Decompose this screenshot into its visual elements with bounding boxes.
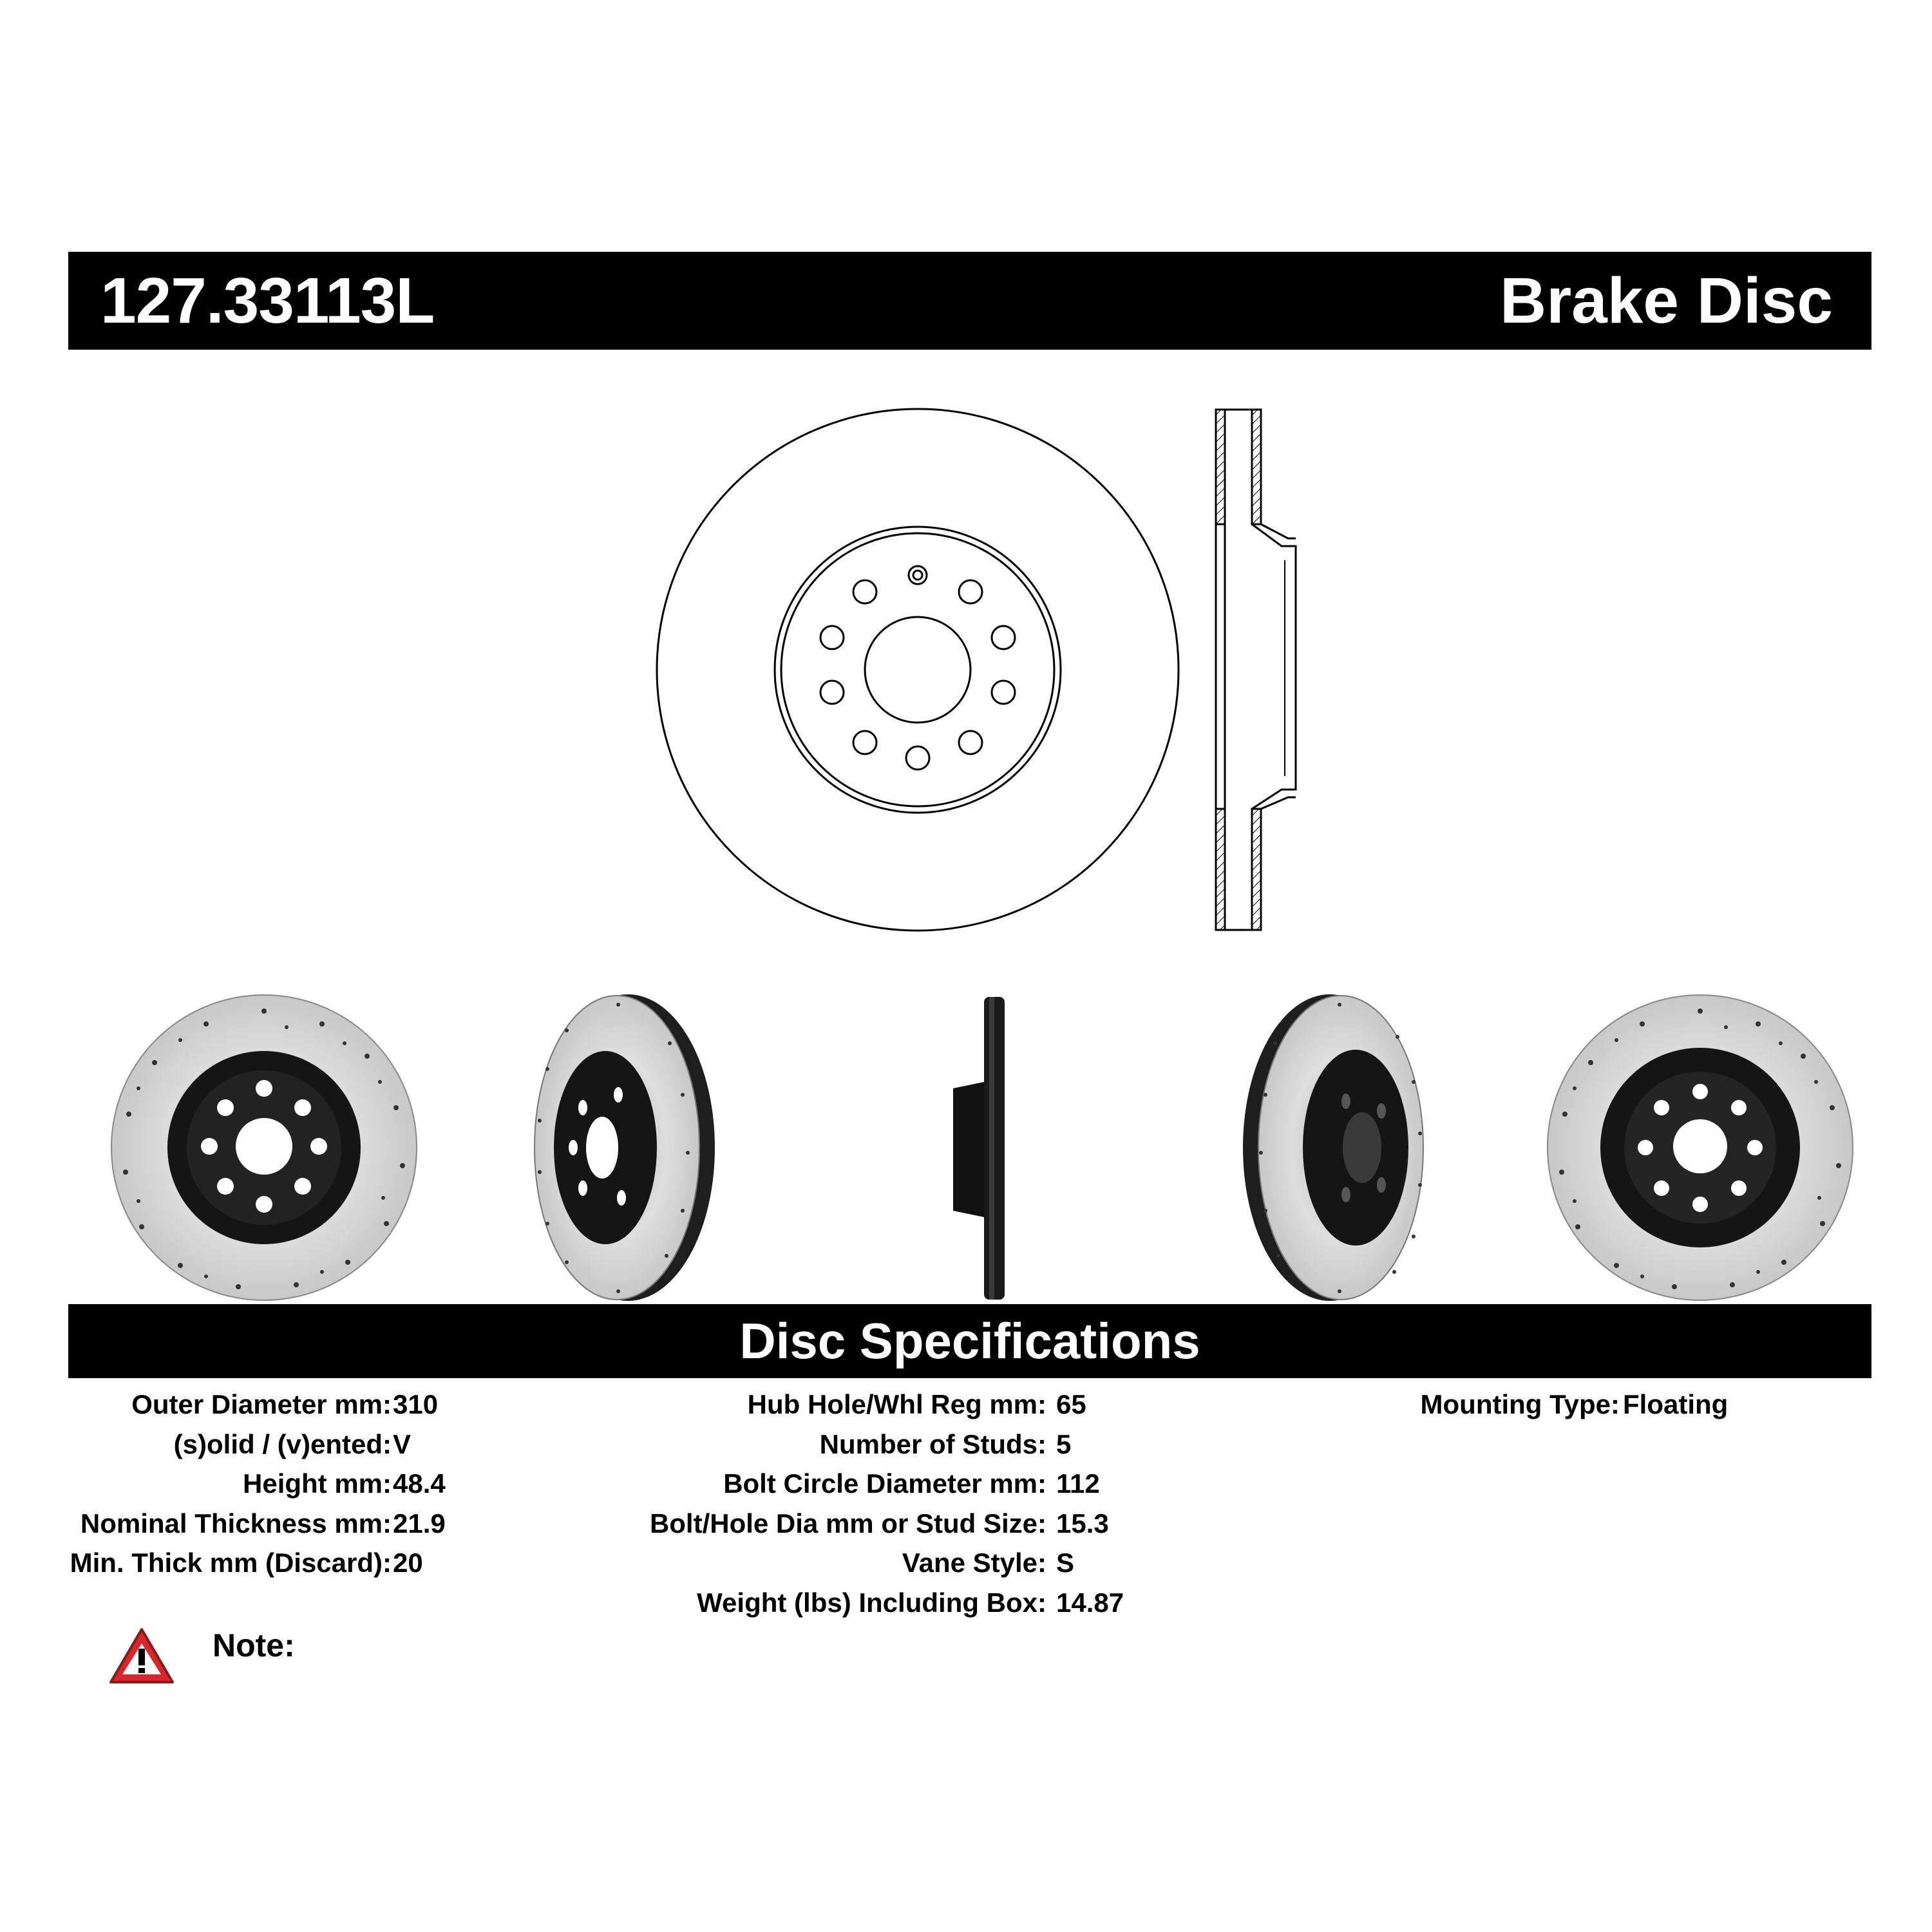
spec-column-2: Hub Hole/Whl Reg mm: 65 Number of Studs:…: [0, 1385, 1932, 1622]
spec-row: Height mm: 48.4: [0, 1464, 1932, 1504]
bolt-holes: [819, 579, 1016, 771]
spec-row: (s)olid / (v)ented: V: [0, 1425, 1932, 1464]
part-number: 127.33113L: [100, 265, 435, 337]
spec-value: 48.4: [393, 1468, 446, 1499]
title-bar: 127.33113L Brake Disc: [68, 252, 1871, 350]
spec-label: Number of Studs:: [819, 1428, 1046, 1459]
spec-label: Nominal Thickness mm:: [80, 1508, 392, 1539]
spec-row: Nominal Thickness mm: 21.9: [0, 1504, 1932, 1544]
spec-value: 20: [393, 1548, 423, 1578]
hat-inner-circle: [780, 532, 1056, 808]
spec-label: Weight (lbs) Including Box:: [697, 1587, 1046, 1618]
product-photo-angled-left: [534, 994, 715, 1301]
outer-edge-circle: [656, 408, 1180, 932]
spec-value: 21.9: [393, 1508, 446, 1539]
hat-outer-circle: [773, 526, 1062, 814]
spec-value: 65: [1056, 1389, 1086, 1419]
spec-row: Bolt/Hole Dia mm or Stud Size: 15.3: [0, 1504, 1932, 1544]
spec-row: Outer Diameter mm: 310: [0, 1385, 1932, 1425]
spec-label: Hub Hole/Whl Reg mm:: [747, 1389, 1046, 1419]
specs-header-bar: Disc Specifications: [68, 1304, 1871, 1378]
product-photo-edge: [953, 997, 1005, 1300]
spec-row: Bolt Circle Diameter mm: 112: [0, 1464, 1932, 1504]
spec-label: Bolt/Hole Dia mm or Stud Size:: [649, 1508, 1046, 1539]
drill-holes: [123, 1009, 405, 1289]
spec-row: Min. Thick mm (Discard): 20: [0, 1543, 1932, 1583]
spec-label: Bolt Circle Diameter mm:: [723, 1468, 1046, 1499]
spec-label: Outer Diameter mm:: [131, 1389, 392, 1419]
spec-row: Vane Style: S: [0, 1543, 1932, 1583]
spec-value: 14.87: [1056, 1587, 1124, 1618]
spec-row: Weight (lbs) Including Box: 14.87: [0, 1583, 1932, 1623]
spec-value: 5: [1056, 1428, 1072, 1459]
spec-label: Min. Thick mm (Discard):: [70, 1548, 392, 1578]
spec-row: Number of Studs: 5: [0, 1425, 1932, 1464]
spec-label: Height mm:: [243, 1468, 392, 1499]
spec-label: (s)olid / (v)ented:: [173, 1428, 392, 1459]
product-photo-angled-right: [1243, 994, 1424, 1301]
note-label: Note:: [213, 1627, 295, 1663]
spec-value: Floating: [1623, 1389, 1728, 1419]
locator-hole: [907, 565, 928, 585]
spec-row: Mounting Type: Floating: [0, 1385, 1932, 1425]
specs-header: Disc Specifications: [739, 1312, 1200, 1369]
spec-value: S: [1056, 1548, 1075, 1578]
warning-icon: [109, 1628, 174, 1683]
spec-value: 310: [393, 1389, 439, 1419]
spec-value: 112: [1056, 1468, 1100, 1499]
spec-column-1: Outer Diameter mm: 310 (s)olid / (v)ente…: [0, 1385, 1932, 1583]
spec-column-3: Mounting Type: Floating: [0, 1385, 1932, 1425]
product-photo-face: [111, 994, 417, 1301]
cross-section-drawing: [1215, 408, 1297, 931]
spec-label: Mounting Type:: [1420, 1389, 1620, 1419]
center-bore-circle: [864, 616, 972, 724]
front-view-line-drawing: [656, 408, 1180, 932]
spec-row: Hub Hole/Whl Reg mm: 65: [0, 1385, 1932, 1425]
spec-value: V: [393, 1428, 412, 1459]
product-photo-face-rear: [1547, 994, 1853, 1301]
spec-label: Vane Style:: [902, 1548, 1046, 1578]
product-type: Brake Disc: [1500, 265, 1833, 337]
spec-value: 15.3: [1056, 1508, 1109, 1539]
